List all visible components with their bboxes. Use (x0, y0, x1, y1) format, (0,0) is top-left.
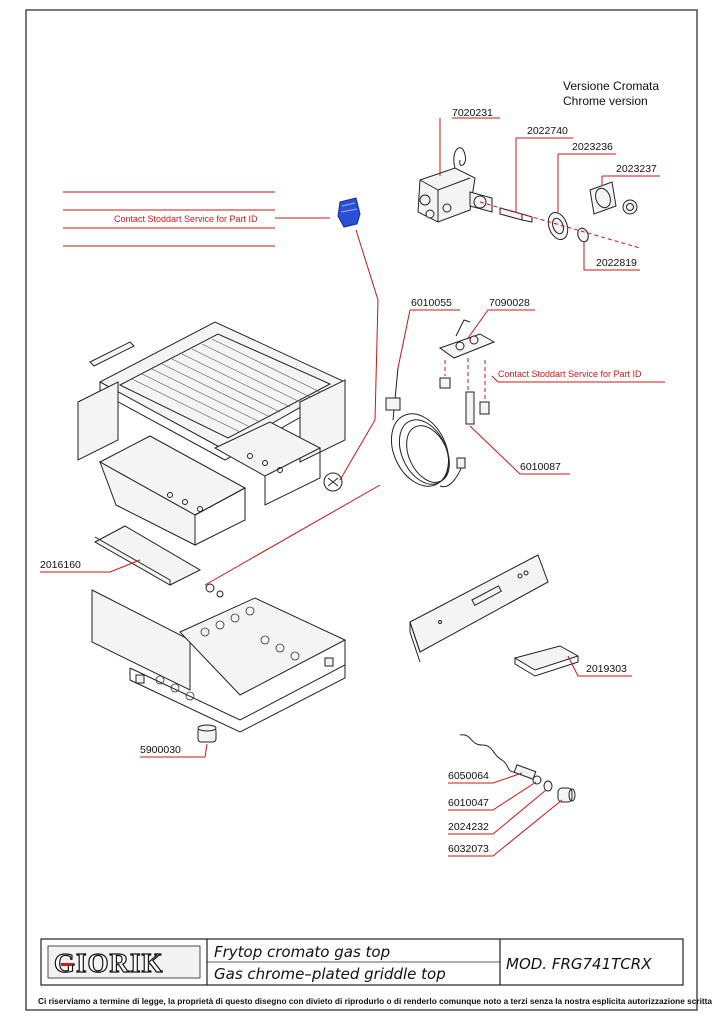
part-label-6010047: 6010047 (448, 797, 489, 809)
burner-box-right (213, 421, 322, 506)
version-label-en: Chrome version (563, 94, 648, 108)
thermocouple-clip (323, 472, 343, 492)
title-italian: Frytop cromato gas top (214, 943, 390, 961)
side-panel-left (77, 381, 119, 461)
foot (197, 724, 217, 743)
gas-valve-assembly (417, 147, 493, 223)
giorik-logo: GIORIK (47, 945, 201, 979)
version-label-it: Versione Cromata (563, 79, 659, 93)
title-block (40, 938, 684, 986)
part-label-2022740: 2022740 (527, 125, 568, 137)
contact-note-right: Contact Stoddart Service for Part ID (498, 369, 642, 379)
burner-nozzle (337, 197, 361, 228)
part-label-6032073: 6032073 (448, 843, 489, 855)
part-label-5900030: 5900030 (140, 744, 181, 756)
svg-text:GIORIK: GIORIK (54, 948, 164, 978)
part-label-2024232: 2024232 (448, 821, 489, 833)
griddle-plate (98, 321, 347, 461)
igniter (513, 764, 542, 785)
igniter-nut (543, 780, 553, 792)
part-label-2023236: 2023236 (572, 141, 613, 153)
pilot-injector (465, 391, 475, 425)
sheet-border (25, 9, 698, 1011)
title-english: Gas chrome–plated griddle top (214, 965, 446, 983)
grease-drawer (513, 645, 580, 677)
burner-box-left (98, 435, 247, 546)
knob-ring (589, 181, 617, 215)
contact-lines-left (63, 191, 330, 247)
front-control-panel (409, 554, 549, 663)
footer-copyright-note: Ci riserviamo a termine di legge, la pro… (38, 996, 712, 1006)
part-label-2016160: 2016160 (40, 559, 81, 571)
part-label-2022819: 2022819 (596, 257, 637, 269)
part-label-6010087: 6010087 (520, 461, 561, 473)
part-label-2019303: 2019303 (586, 663, 627, 675)
model-number: MOD. FRG741TCRX (506, 955, 652, 973)
part-label-7090028: 7090028 (489, 297, 530, 309)
splash-guard (89, 341, 135, 367)
chrome-bezel (547, 211, 569, 241)
igniter-cable (459, 734, 516, 773)
igniter-button (557, 787, 576, 803)
pilot-nut (439, 377, 490, 415)
knob (622, 199, 638, 215)
part-label-6050064: 6050064 (448, 770, 489, 782)
thermocouple-coil (385, 367, 466, 488)
part-label-7020231: 7020231 (452, 107, 493, 119)
contact-note-left: Contact Stoddart Service for Part ID (114, 214, 258, 224)
base-chassis (91, 589, 347, 733)
knob-washer (577, 227, 589, 243)
drip-tray (93, 525, 202, 586)
gas-fitting-small (205, 583, 224, 598)
part-label-6010055: 6010055 (411, 297, 452, 309)
pilot-burner (438, 319, 496, 359)
part-label-2023237: 2023237 (616, 163, 657, 175)
